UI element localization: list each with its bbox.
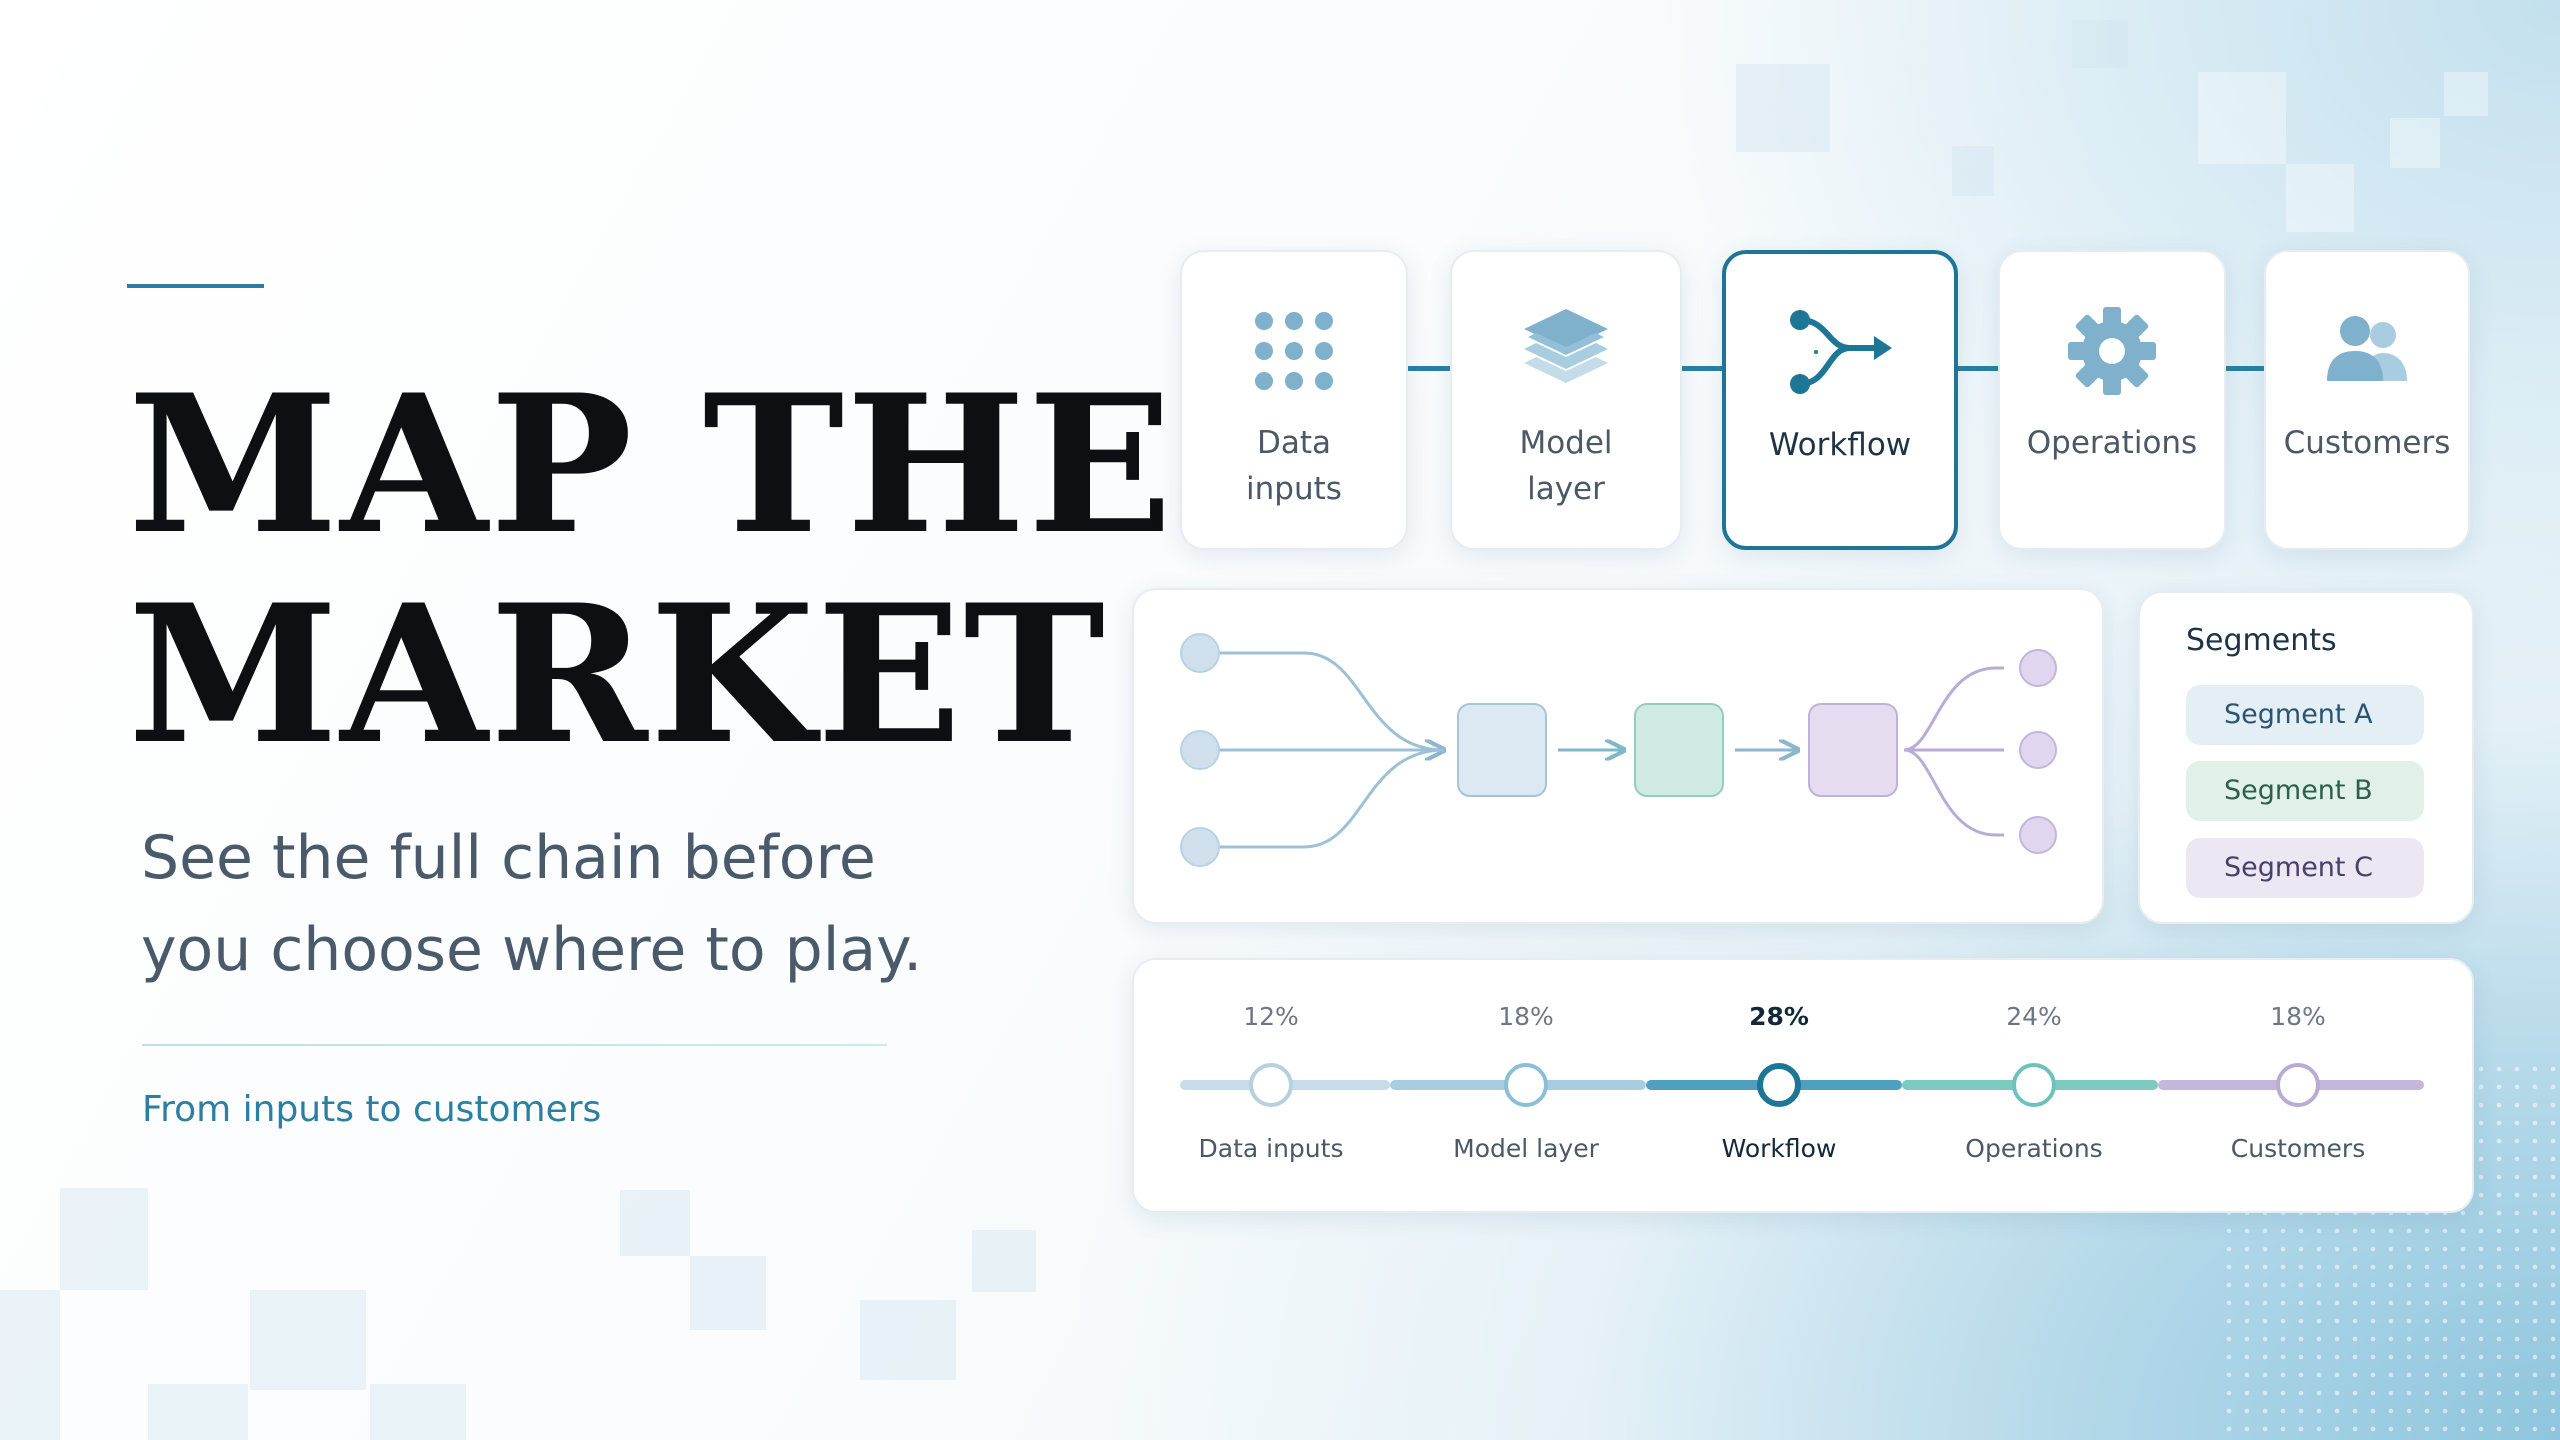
segment-pill-b[interactable]: Segment B [2186,761,2424,821]
gear-icon [2052,296,2172,406]
flow-output-links [1903,666,2004,837]
segment-pill-a[interactable]: Segment A [2186,685,2424,745]
decorative-square [2390,118,2440,168]
stage-label: Operations [1965,1134,2103,1163]
stage-node[interactable] [2276,1063,2320,1107]
step-label: Data inputs [1246,420,1342,512]
subheading: See the full chain before you choose whe… [141,812,1001,996]
layers-icon [1506,296,1626,406]
flow-output-node [2019,816,2057,854]
decorative-square [2286,164,2354,232]
segment-pill-c[interactable]: Segment C [2186,838,2424,898]
tagline: From inputs to customers [142,1089,602,1130]
stage-node-active[interactable] [1757,1063,1801,1107]
decorative-square [620,1190,690,1256]
stage-node[interactable] [1249,1063,1293,1107]
decorative-square [60,1188,148,1290]
step-card-workflow[interactable]: Workflow [1722,250,1958,550]
headline-line-1: MAP THE [128,353,1175,576]
step-connector [1676,366,1732,371]
decorative-square [2444,72,2488,116]
stage-node[interactable] [2012,1063,2056,1107]
step-label-line-1: Customers [2283,425,2451,461]
step-label-line-2: layer [1527,471,1605,507]
step-card-operations[interactable]: Operations [1998,250,2226,550]
step-connector [1954,366,2006,371]
step-label: Operations [2027,420,2197,466]
flow-output-node [2019,731,2057,769]
decorative-square [2198,72,2286,164]
step-card-customers[interactable]: Customers [2264,250,2470,550]
decorative-square [690,1256,766,1330]
stage-label: Workflow [1721,1134,1837,1163]
workflow-branch-icon [1780,298,1900,408]
step-connector [2222,366,2274,371]
decorative-square [972,1230,1036,1292]
decorative-square [1736,64,1830,152]
flow-input-node [1180,827,1220,867]
subheading-line-2: you choose where to play. [141,915,923,985]
grid-dots-icon [1234,296,1354,406]
divider [142,1044,887,1046]
share-percent: 18% [2270,1002,2326,1031]
flow-input-node [1180,633,1220,673]
step-label: Customers [2284,420,2451,466]
share-percent: 18% [1498,1002,1554,1031]
stage-label: Customers [2230,1134,2366,1163]
headline-line-2: MARKET [128,563,1107,786]
flow-stage-box [1457,703,1547,797]
decorative-square [148,1384,248,1440]
flow-input-node [1180,730,1220,770]
step-connector [1404,366,1460,371]
flow-diagram-card [1132,588,2104,924]
step-label: Workflow [1769,422,1911,468]
segments-title: Segments [2186,623,2337,658]
flow-stage-box [1634,703,1724,797]
share-percent: 12% [1243,1002,1299,1031]
share-percent: 24% [2006,1002,2062,1031]
step-card-data-inputs[interactable]: Data inputs [1180,250,1408,550]
accent-line [127,284,264,288]
step-label-line-1: Model [1519,425,1613,461]
value-share-card: 12% 18% 28% 24% 18% Data inputs Model la… [1132,958,2474,1213]
decorative-square [1952,146,1994,196]
step-label-line-1: Data [1256,425,1332,461]
decorative-square [0,1290,60,1440]
flow-input-links [1204,651,1444,849]
step-label-line-2: inputs [1246,471,1342,507]
flow-output-node [2019,649,2057,687]
segments-card: Segments Segment A Segment B Segment C [2138,591,2474,924]
flow-diagram [1180,633,2057,867]
stage-label: Data inputs [1198,1134,1344,1163]
flow-stage-box [1808,703,1898,797]
decorative-square [370,1384,466,1440]
decorative-square [250,1290,366,1390]
step-card-model-layer[interactable]: Model layer [1450,250,1682,550]
step-label-line-1: Workflow [1768,427,1912,463]
share-percent: 28% [1749,1002,1809,1031]
headline: MAP THE MARKET [128,360,1174,780]
stage-node[interactable] [1504,1063,1548,1107]
decorative-square [2072,20,2128,68]
users-icon [2307,296,2427,406]
subheading-line-1: See the full chain before [141,823,876,893]
step-label: Model layer [1519,420,1612,512]
step-label-line-1: Operations [2026,425,2198,461]
stage-label: Model layer [1453,1134,1599,1163]
decorative-square [860,1300,956,1380]
